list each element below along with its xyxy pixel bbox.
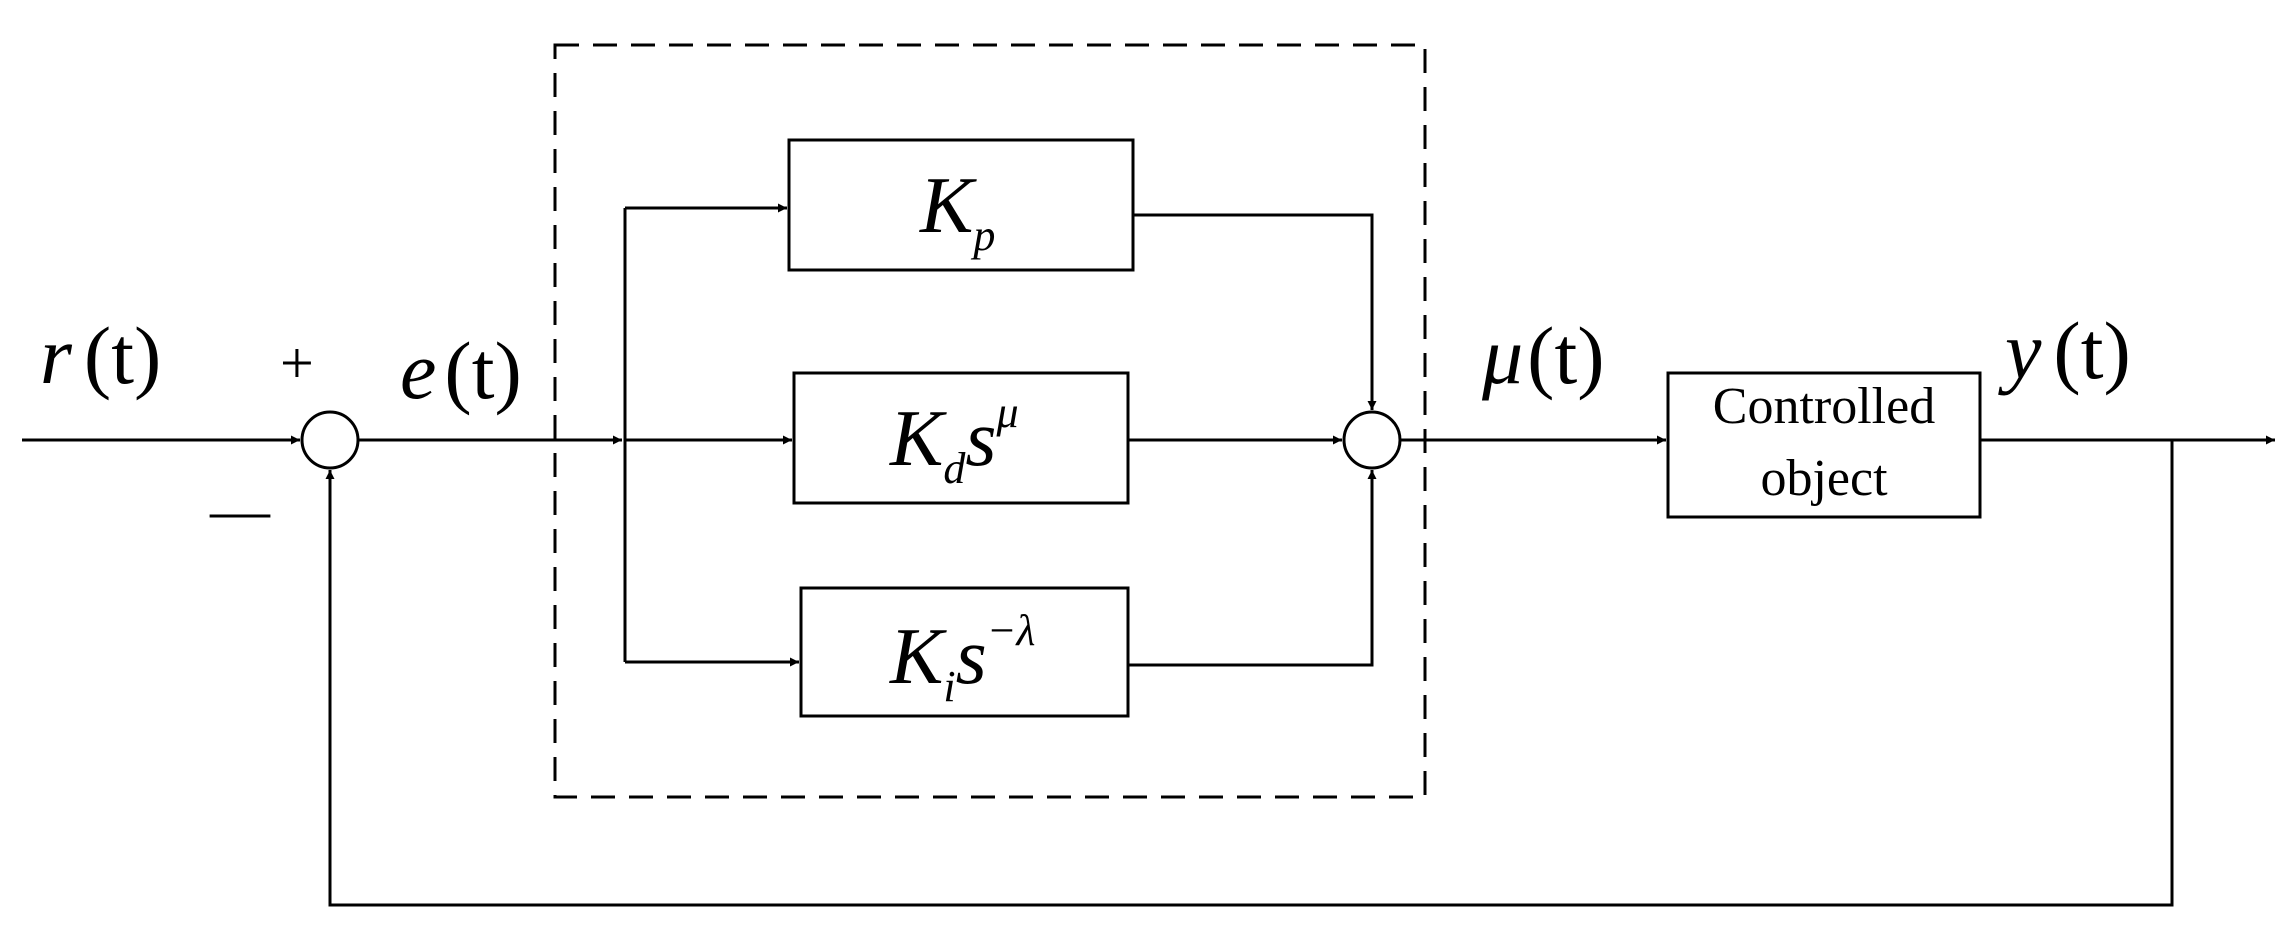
kp-block: [787, 138, 1135, 272]
control-signal-label: μ(t): [1481, 310, 1605, 401]
controller-dashed-boundary: [553, 43, 1427, 799]
input-summing-junction: [300, 410, 360, 470]
plant-label-line2: object: [1760, 450, 1888, 507]
output-signal-label: y(t): [1998, 305, 2131, 396]
ki-label: Kis−λ: [889, 606, 1035, 711]
kd-block: [792, 371, 1130, 505]
output-summing-junction: [1342, 410, 1402, 470]
error-signal-label: e(t): [400, 325, 522, 416]
plus-sign: +: [280, 330, 314, 396]
kp-label: Kp: [919, 162, 995, 260]
kp-output-wire: [1133, 213, 1377, 410]
plant-label-line1: Controlled: [1713, 378, 1935, 435]
ki-output-wire: [1128, 470, 1377, 667]
kd-label: Kdsμ: [889, 388, 1019, 493]
ki-block: [799, 586, 1130, 718]
feedback-wire: [325, 440, 2174, 907]
controlled-object-block: [1666, 371, 1982, 519]
minus-sign: —: [209, 477, 271, 543]
reference-signal-label: r(t): [40, 310, 161, 401]
